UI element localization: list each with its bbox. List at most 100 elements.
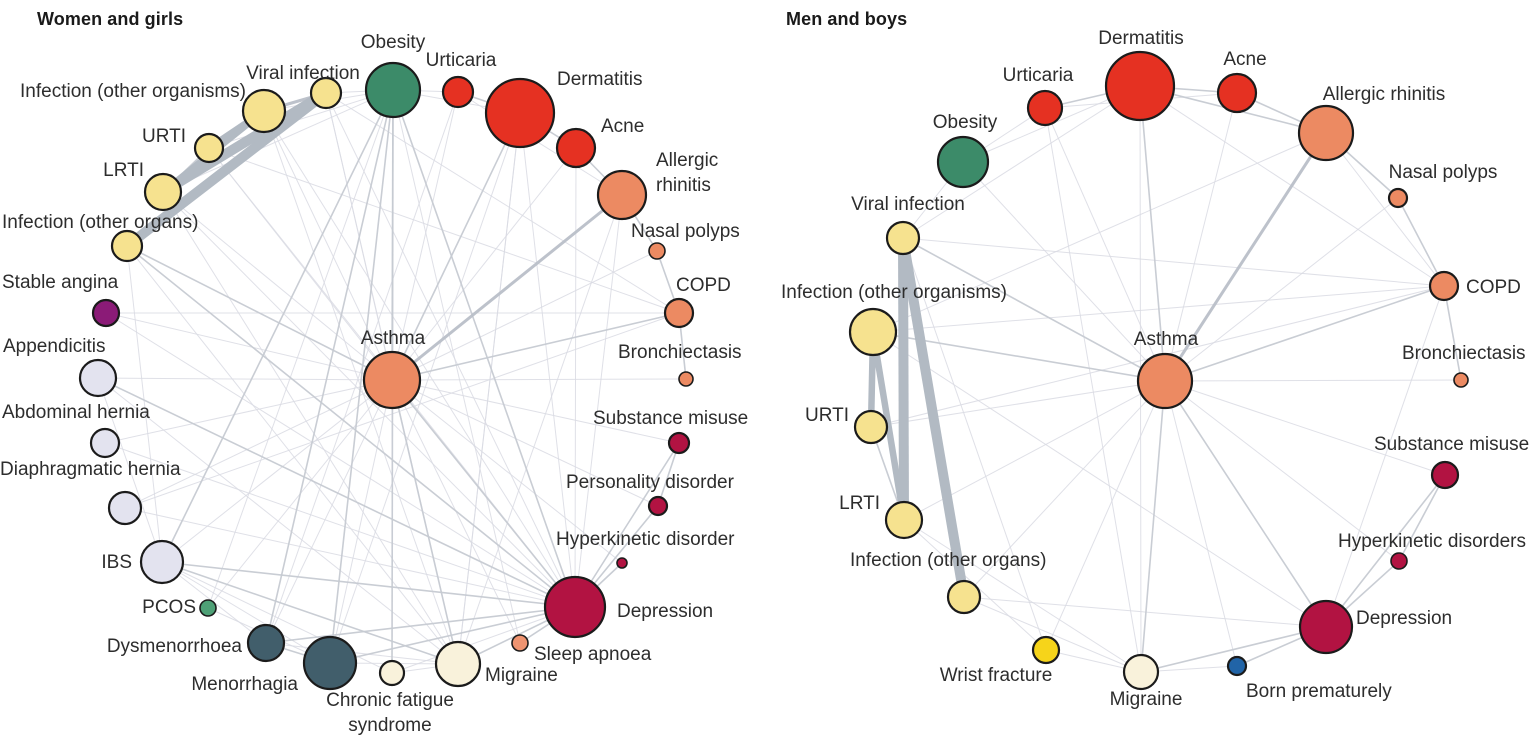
edge-men-organisms-depression: [872, 331, 1327, 628]
edge-men-organs-depression: [963, 596, 1327, 628]
edge-men-depression-substance: [1325, 474, 1446, 628]
edge-women-obesity-ibs: [161, 89, 394, 563]
edge-men-viral-organs: [898, 237, 969, 598]
edge-women-asthma-dermatitis: [391, 112, 521, 381]
label-women-dermatitis: Dermatitis: [557, 69, 643, 90]
node-women-migraine: [434, 640, 482, 688]
node-women-cfs: [378, 659, 406, 687]
edge-men-copd-nasal: [1397, 197, 1445, 287]
edge-men-viral-copd: [902, 237, 1445, 287]
edge-women-allergic-asthma: [391, 193, 623, 382]
node-women-asthma: [362, 350, 422, 410]
node-women-substance: [667, 431, 691, 455]
edge-women-sleep-obesity: [392, 89, 521, 644]
edge-women-acne-asthma: [391, 147, 577, 381]
edge-women-organisms-asthma: [263, 110, 393, 381]
edge-men-copd-bronchiectasis: [1443, 285, 1462, 381]
edge-men-asthma-viral: [902, 237, 1166, 382]
edge-men-allergic-copd: [1325, 132, 1445, 287]
edge-women-dysmenorrhoea-asthma: [265, 379, 393, 644]
edge-women-appendicitis-asthma: [97, 377, 393, 381]
node-men-migraine: [1122, 653, 1160, 691]
label-women-abdominal: Abdominal hernia: [2, 402, 150, 423]
edge-women-ibs-asthma: [161, 379, 393, 563]
edge-women-depression-ibs: [161, 561, 576, 608]
edge-women-organs-migraine: [126, 245, 459, 665]
edge-women-obesity-dysmenorrhoea: [265, 89, 394, 644]
node-women-dysmenorrhoea: [246, 623, 286, 663]
label-women-personality: Personality disorder: [566, 472, 735, 493]
label-men-viral: Viral infection: [851, 194, 965, 215]
label-men-hyperkinetic: Hyperkinetic disorders: [1338, 531, 1526, 552]
node-men-organs: [946, 579, 982, 615]
edge-women-viral-depression: [325, 92, 576, 608]
edge-men-asthma-dermatitis: [1139, 85, 1166, 382]
label-women-ibs: IBS: [101, 552, 132, 573]
edge-women-depression-organs: [126, 245, 576, 608]
edge-women-viral-copd: [325, 92, 680, 314]
label-men-allergic: Allergic rhinitis: [1323, 84, 1445, 105]
edge-men-asthma-born: [1164, 380, 1238, 667]
node-men-urticaria: [1026, 89, 1064, 127]
label-women-appendicitis: Appendicitis: [3, 336, 105, 357]
node-women-sleep: [511, 634, 529, 652]
edge-women-personality-asthma: [391, 379, 659, 507]
node-women-abdominal: [89, 427, 121, 459]
edge-women-appendicitis-ibs: [97, 377, 163, 563]
edge-men-asthma-depression: [1164, 380, 1327, 628]
label-men-urti: URTI: [805, 405, 849, 426]
edge-men-allergic-asthma: [1163, 132, 1328, 382]
node-men-acne: [1216, 72, 1258, 114]
edge-women-acne-depression: [574, 147, 577, 608]
node-men-obesity: [936, 135, 990, 189]
node-men-dermatitis: [1104, 50, 1176, 122]
node-men-depression: [1298, 599, 1354, 655]
edge-women-obesity-urti: [208, 89, 394, 149]
label-men-organisms: Infection (other organisms): [781, 282, 1007, 303]
node-women-copd: [663, 297, 695, 329]
node-women-pcos: [199, 599, 217, 617]
node-men-allergic: [1297, 104, 1355, 162]
node-women-allergic: [596, 169, 648, 221]
node-women-organs: [110, 229, 144, 263]
edge-women-depression-substance: [574, 442, 680, 608]
node-women-angina: [91, 298, 121, 328]
edge-women-asthma-copd: [391, 312, 680, 381]
edge-women-asthma-migraine: [391, 379, 459, 665]
label-men-organs: Infection (other organs): [850, 550, 1046, 571]
edge-women-bronchiectasis-asthma: [391, 378, 687, 381]
edge-men-substance-asthma: [1164, 380, 1446, 476]
label-women-organs: Infection (other organs): [2, 212, 198, 233]
label-women-sleep: Sleep apnoea: [534, 644, 652, 665]
node-women-nasal: [648, 242, 666, 260]
edge-women-diaphragmatic-copd: [124, 312, 680, 509]
label-women-angina: Stable angina: [2, 272, 119, 293]
edge-women-angina-depression: [105, 312, 576, 608]
label-women-acne: Acne: [601, 116, 644, 137]
edge-men-organisms-lrti: [869, 331, 908, 521]
edge-women-abdominal-depression: [104, 442, 576, 608]
node-women-obesity: [364, 61, 422, 119]
edge-women-allergic-depression: [574, 194, 623, 608]
edge-men-hyperkinetic-asthma: [1164, 380, 1400, 562]
node-men-nasal: [1387, 187, 1409, 209]
edge-women-urti-copd: [208, 147, 680, 314]
node-men-viral: [885, 220, 921, 256]
node-men-wrist: [1031, 635, 1061, 665]
edge-women-dermatitis-migraine: [457, 112, 521, 665]
edge-men-asthma-copd: [1164, 285, 1445, 382]
edge-men-organs-asthma: [963, 380, 1166, 598]
node-women-appendicitis: [78, 358, 118, 398]
label-women-hyperkinetic: Hyperkinetic disorder: [556, 529, 735, 550]
edge-women-depression-dysmenorrhoea: [265, 606, 576, 644]
edge-men-wrist-asthma: [1045, 380, 1166, 651]
edge-men-urticaria-asthma: [1044, 107, 1166, 382]
label-women-diaphragmatic: Diaphragmatic hernia: [0, 459, 181, 480]
edge-women-abdominal-asthma: [104, 379, 393, 444]
edge-men-organs-migraine: [963, 596, 1142, 673]
